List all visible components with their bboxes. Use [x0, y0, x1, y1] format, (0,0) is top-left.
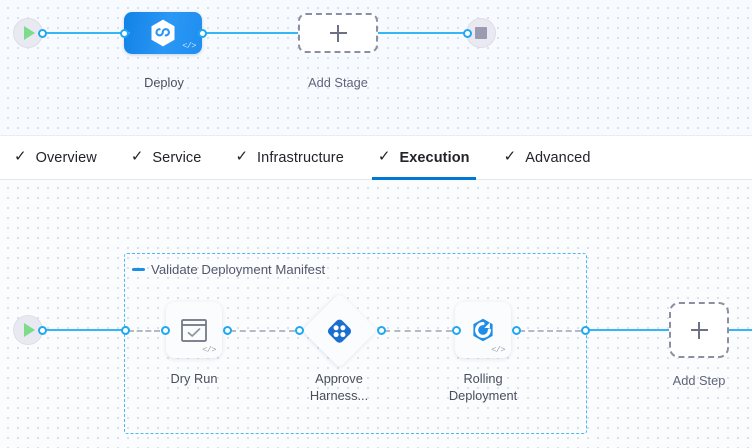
rolling-deployment-icon	[473, 318, 493, 342]
connector-start-group	[42, 328, 122, 332]
code-badge-icon[interactable]: </>	[491, 344, 505, 355]
connector-addstep-right	[729, 328, 752, 332]
tab-infrastructure[interactable]: ✓ Infrastructure	[235, 135, 343, 180]
step-label-rolling-deployment: Rolling Deployment	[448, 371, 518, 403]
step-node-approve-harness[interactable]	[302, 292, 377, 368]
tab-infrastructure-label: Infrastructure	[257, 149, 344, 166]
connector-deploy-addstage	[202, 31, 298, 35]
execution-start-port[interactable]	[38, 325, 47, 335]
step-node-dry-run[interactable]: </>	[166, 302, 222, 358]
connector-approve-rolling	[384, 329, 452, 332]
connector-addstage-end	[378, 31, 466, 35]
plus-icon	[690, 321, 708, 339]
approve-out-port[interactable]	[376, 325, 386, 335]
step-label-dry-run: Dry Run	[170, 371, 218, 386]
group-in-port[interactable]	[120, 325, 130, 335]
start-node-port[interactable]	[38, 28, 47, 38]
add-step-button[interactable]	[669, 302, 729, 358]
approve-in-port[interactable]	[294, 325, 304, 335]
connector-group-addstep	[586, 328, 669, 332]
connector-start-deploy	[42, 31, 130, 35]
end-node-port[interactable]	[463, 28, 472, 38]
tab-advanced-label: Advanced	[525, 149, 591, 166]
step-group-title: Validate Deployment Manifest	[151, 262, 326, 277]
step-group-validate-deployment-manifest[interactable]	[124, 253, 587, 434]
tab-service-label: Service	[152, 149, 202, 166]
tab-advanced[interactable]: ✓ Advanced	[504, 135, 591, 180]
deploy-out-port[interactable]	[197, 28, 207, 38]
connector-dryrun-approve	[230, 329, 295, 332]
step-label-approve-harness: Approve Harness...	[309, 371, 369, 403]
tab-service[interactable]: ✓ Service	[131, 135, 202, 180]
add-step-label: Add Step	[672, 373, 726, 388]
check-icon: ✓	[14, 148, 27, 165]
check-icon: ✓	[503, 148, 517, 165]
dry-run-out-port[interactable]	[222, 325, 232, 335]
harness-approval-diamond-icon	[327, 318, 352, 342]
code-badge-icon[interactable]: </>	[202, 344, 216, 355]
checkbox-card-icon	[181, 318, 207, 342]
rolling-in-port[interactable]	[451, 325, 461, 335]
stage-canvas[interactable]: </> Deploy Add Stage	[0, 0, 752, 135]
connector-rolling-groupout	[519, 329, 581, 332]
add-stage-label: Add Stage	[308, 75, 368, 90]
play-icon	[24, 323, 35, 337]
check-icon: ✓	[130, 148, 144, 165]
connector-group-dryrun	[128, 329, 160, 332]
deploy-in-port[interactable]	[119, 28, 129, 38]
step-node-rolling-deployment[interactable]: </>	[455, 302, 511, 358]
execution-canvas[interactable]: Validate Deployment Manifest </> Dry Run	[0, 180, 752, 448]
check-icon: ✓	[235, 148, 249, 165]
plus-icon	[329, 24, 347, 42]
add-stage-button[interactable]	[298, 13, 378, 53]
tab-execution[interactable]: ✓ Execution	[371, 135, 476, 180]
stop-icon	[475, 27, 487, 39]
tab-execution-label: Execution	[399, 149, 470, 166]
code-badge-icon[interactable]: </>	[182, 40, 196, 51]
tab-overview[interactable]: ✓ Overview	[14, 135, 97, 180]
stage-label-deploy: Deploy	[144, 75, 184, 90]
stage-node-deploy[interactable]: </>	[124, 12, 202, 54]
step-group-header[interactable]: Validate Deployment Manifest	[132, 262, 325, 277]
dry-run-in-port[interactable]	[160, 325, 170, 335]
tab-overview-label: Overview	[35, 149, 97, 166]
check-icon: ✓	[377, 148, 391, 165]
rolling-out-port[interactable]	[511, 325, 521, 335]
group-out-port[interactable]	[580, 325, 590, 335]
play-icon	[24, 26, 35, 40]
minus-icon[interactable]	[132, 268, 145, 271]
harness-hexagon-icon	[151, 19, 175, 47]
stage-config-tabs: ✓ Overview ✓ Service ✓ Infrastructure ✓ …	[0, 135, 752, 180]
